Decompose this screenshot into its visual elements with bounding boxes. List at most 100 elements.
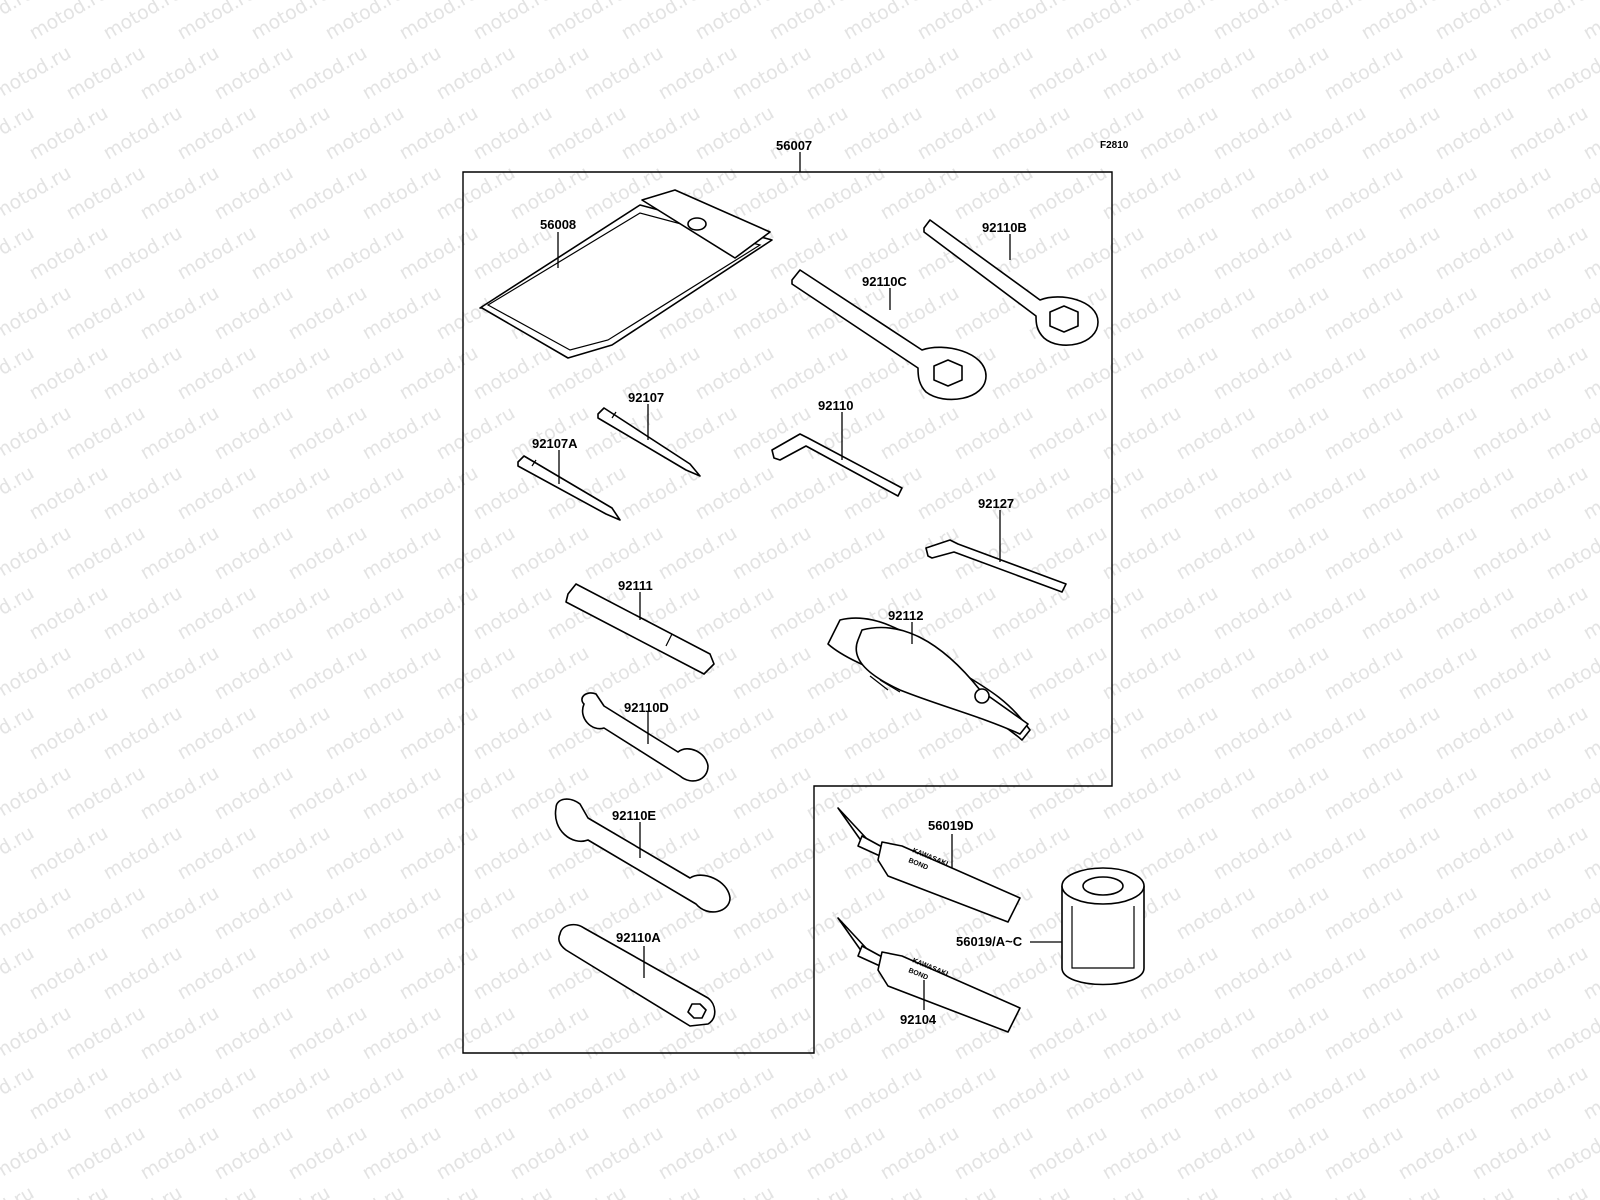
watermark-text: motod.ru xyxy=(1358,342,1444,405)
watermark-text: motod.ru xyxy=(1173,402,1259,465)
watermark-text: motod.ru xyxy=(137,162,223,225)
watermark-text: motod.ru xyxy=(1543,282,1600,345)
watermark-text: motod.ru xyxy=(248,702,334,765)
watermark-text: motod.ru xyxy=(1358,102,1444,165)
watermark-text: motod.ru xyxy=(1284,1182,1370,1200)
watermark-text: motod.ru xyxy=(211,1002,297,1065)
watermark-text: motod.ru xyxy=(0,882,75,945)
watermark-text: motod.ru xyxy=(951,762,1037,825)
watermark-text: motod.ru xyxy=(470,102,556,165)
watermark-text: motod.ru xyxy=(1284,582,1370,645)
watermark-text: motod.ru xyxy=(396,582,482,645)
label-bond-tube: 56019D xyxy=(928,818,974,833)
watermark-text: motod.ru xyxy=(803,1122,889,1185)
watermark-text: motod.ru xyxy=(137,882,223,945)
watermark-text: motod.ru xyxy=(581,522,667,585)
watermark-text: motod.ru xyxy=(248,0,334,44)
watermark-text: motod.ru xyxy=(0,522,75,585)
watermark-text: motod.ru xyxy=(100,222,186,285)
watermark-text: motod.ru xyxy=(1173,522,1259,585)
watermark-text: motod.ru xyxy=(322,0,408,44)
watermark-text: motod.ru xyxy=(1284,702,1370,765)
watermark-text: motod.ru xyxy=(988,102,1074,165)
watermark-text: motod.ru xyxy=(359,1002,445,1065)
watermark-text: motod.ru xyxy=(359,642,445,705)
watermark-text: motod.ru xyxy=(1099,42,1185,105)
watermark-text: motod.ru xyxy=(359,522,445,585)
watermark-text: motod.ru xyxy=(174,822,260,885)
watermark-text: motod.ru xyxy=(877,762,963,825)
watermark-text: motod.ru xyxy=(1506,342,1592,405)
watermark-text: motod.ru xyxy=(1432,942,1518,1005)
watermark-text: motod.ru xyxy=(1062,222,1148,285)
watermark-text: motod.ru xyxy=(840,102,926,165)
watermark-text: motod.ru xyxy=(803,42,889,105)
watermark-text: motod.ru xyxy=(1062,702,1148,765)
watermark-text: motod.ru xyxy=(729,642,815,705)
label-pouch: 56008 xyxy=(540,217,576,232)
watermark-text: motod.ru xyxy=(137,1122,223,1185)
label-open-wrench-d: 92110D xyxy=(624,700,669,715)
watermark-text: motod.ru xyxy=(1062,1182,1148,1200)
watermark-text: motod.ru xyxy=(507,522,593,585)
label-ring-wrench-c: 92110C xyxy=(862,274,907,289)
watermark-text: motod.ru xyxy=(211,882,297,945)
watermark-text: motod.ru xyxy=(1358,222,1444,285)
pliers: 92112 xyxy=(827,608,1031,741)
watermark-text: motod.ru xyxy=(1210,1062,1296,1125)
watermark-text: motod.ru xyxy=(1210,1182,1296,1200)
watermark-text: motod.ru xyxy=(211,282,297,345)
watermark-text: motod.ru xyxy=(359,282,445,345)
watermark-text: motod.ru xyxy=(1469,1002,1555,1065)
watermark-text: motod.ru xyxy=(1062,462,1148,525)
watermark-text: motod.ru xyxy=(174,222,260,285)
watermark-text: motod.ru xyxy=(655,42,741,105)
watermark-text: motod.ru xyxy=(766,462,852,525)
label-hex-key-small: 92127 xyxy=(978,496,1014,511)
watermark-text: motod.ru xyxy=(211,402,297,465)
watermark-text: motod.ru xyxy=(1432,582,1518,645)
watermark-text: motod.ru xyxy=(951,162,1037,225)
watermark-text: motod.ru xyxy=(137,282,223,345)
watermark-text: motod.ru xyxy=(100,702,186,765)
watermark-text: motod.ru xyxy=(322,342,408,405)
watermark-text: motod.ru xyxy=(1173,762,1259,825)
watermark-text: motod.ru xyxy=(211,762,297,825)
watermark-text: motod.ru xyxy=(1580,0,1600,44)
watermark-text: motod.ru xyxy=(1025,762,1111,825)
watermark-text: motod.ru xyxy=(1136,1182,1222,1200)
watermark-text: motod.ru xyxy=(322,1182,408,1200)
watermark-text: motod.ru xyxy=(174,1062,260,1125)
watermark-text: motod.ru xyxy=(359,882,445,945)
watermark-text: motod.ru xyxy=(285,522,371,585)
label-open-wrench-e: 92110E xyxy=(612,808,656,823)
watermark-text: motod.ru xyxy=(840,1062,926,1125)
watermark-text: motod.ru xyxy=(433,402,519,465)
watermark-text: motod.ru xyxy=(137,522,223,585)
watermark-text: motod.ru xyxy=(322,942,408,1005)
watermark-text: motod.ru xyxy=(1247,282,1333,345)
watermark-text: motod.ru xyxy=(692,942,778,1005)
watermark-text: motod.ru xyxy=(1358,462,1444,525)
watermark-text: motod.ru xyxy=(1210,942,1296,1005)
watermark-text: motod.ru xyxy=(248,342,334,405)
watermark-text: motod.ru xyxy=(1136,1062,1222,1125)
watermark-text: motod.ru xyxy=(26,822,112,885)
watermark-text: motod.ru xyxy=(1321,1122,1407,1185)
watermark-text: motod.ru xyxy=(470,582,556,645)
watermark-text: motod.ru xyxy=(26,462,112,525)
watermark-text: motod.ru xyxy=(877,402,963,465)
watermark-text: motod.ru xyxy=(803,162,889,225)
watermark-text: motod.ru xyxy=(63,882,149,945)
watermark-text: motod.ru xyxy=(1358,582,1444,645)
watermark-text: motod.ru xyxy=(248,462,334,525)
watermark-text: motod.ru xyxy=(766,0,852,44)
watermark-text: motod.ru xyxy=(1395,42,1481,105)
watermark-text: motod.ru xyxy=(1210,222,1296,285)
watermark-text: motod.ru xyxy=(766,702,852,765)
watermark-text: motod.ru xyxy=(1210,0,1296,44)
watermark-text: motod.ru xyxy=(1173,282,1259,345)
watermark-text: motod.ru xyxy=(100,822,186,885)
watermark-text: motod.ru xyxy=(951,1122,1037,1185)
